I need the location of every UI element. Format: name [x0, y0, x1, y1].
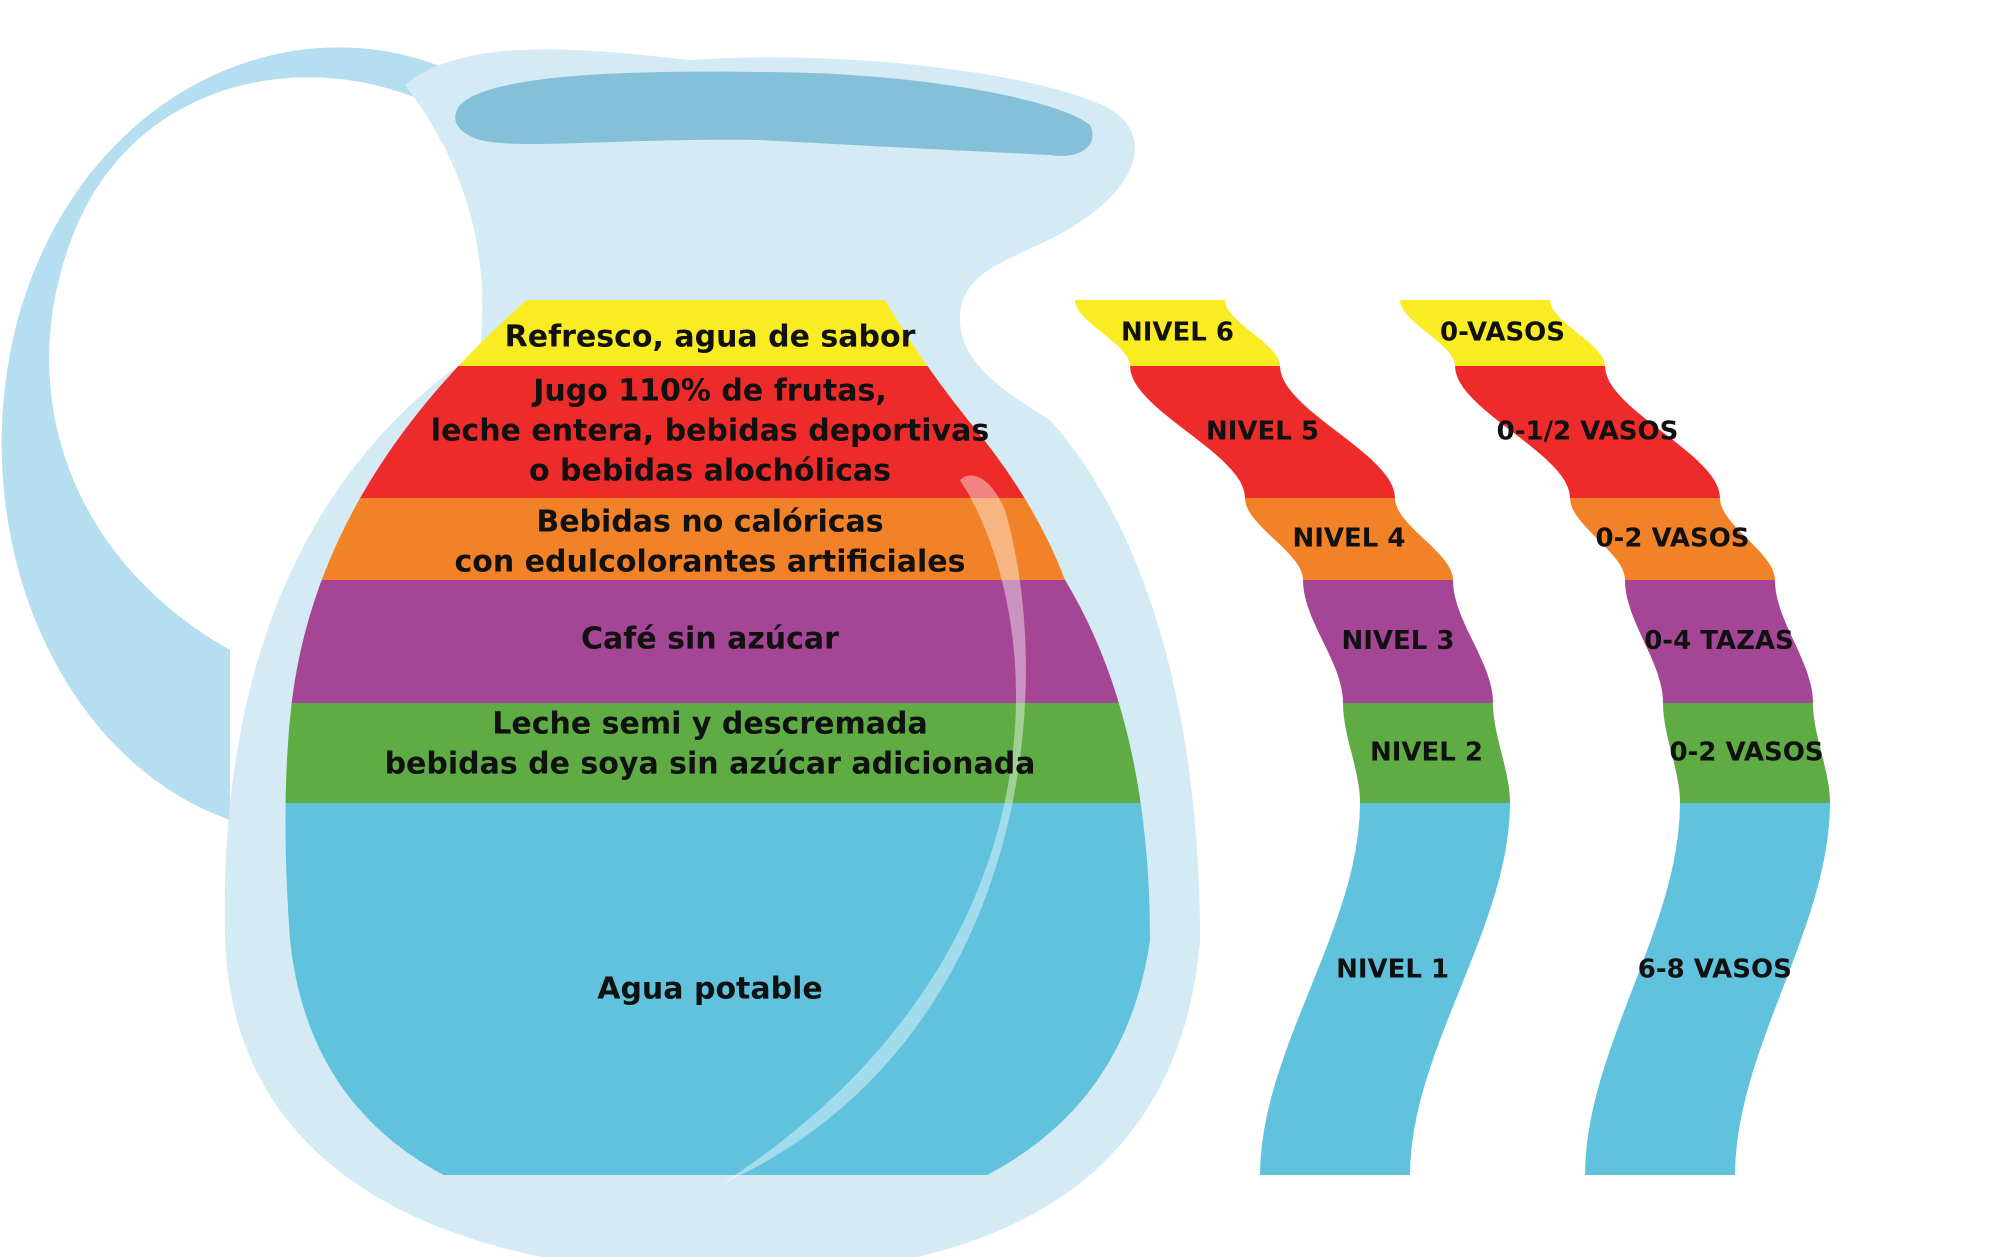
pitcher-handle	[1, 47, 470, 820]
pitcher-label-5-line-1: Jugo 110% de frutas,	[531, 374, 886, 409]
pitcher-label-4-line-2: con edulcolorantes artificiales	[454, 545, 965, 580]
level-band-3	[1303, 580, 1493, 703]
level-band-5	[1130, 366, 1395, 498]
glass-highlight	[720, 475, 1026, 1185]
level-band-4	[1245, 498, 1453, 580]
level-label-3: NIVEL 3	[1341, 626, 1454, 656]
level-band-6	[1075, 300, 1280, 366]
amount-label-4: 0-2 VASOS	[1595, 524, 1749, 554]
amount-band-3	[1625, 580, 1813, 703]
pitcher-label-2-line-2: bebidas de soya sin azúcar adicionada	[385, 747, 1036, 782]
level-label-1: NIVEL 1	[1336, 955, 1449, 985]
pitcher-label-4-line-1: Bebidas no calóricas	[536, 505, 883, 540]
amount-label-2: 0-2 VASOS	[1669, 738, 1823, 768]
amount-band-4	[1570, 498, 1775, 580]
level-label-6: NIVEL 6	[1121, 318, 1234, 348]
level-label-5: NIVEL 5	[1206, 417, 1319, 447]
pitcher-label-5-line-3: o bebidas alochólicas	[529, 454, 891, 489]
level-band-1	[1260, 803, 1510, 1175]
amount-band-6	[1400, 300, 1605, 366]
pitcher-band-1	[285, 803, 1150, 1175]
pitcher-label-6-line-1: Refresco, agua de sabor	[505, 320, 916, 355]
pitcher-label-5-line-2: leche entera, bebidas deportivas	[431, 414, 989, 449]
pitcher-label-3-line-1: Café sin azúcar	[581, 622, 839, 657]
pitcher-labels: Agua potable Leche semi y descremada bebid…	[385, 320, 1036, 1007]
amount-column: 6-8 VASOS 0-2 VASOS 0-4 TAZAS 0-2 VASOS 0-1/…	[1400, 300, 1830, 1175]
amount-label-3: 0-4 TAZAS	[1644, 626, 1794, 656]
amount-label-5: 0-1/2 VASOS	[1497, 417, 1679, 447]
pitcher-band-2	[285, 703, 1150, 803]
amount-label-6: 0-VASOS	[1440, 318, 1565, 348]
pitcher-band-3	[285, 580, 1150, 703]
amount-label-1: 6-8 VASOS	[1638, 955, 1792, 985]
level-label-4: NIVEL 4	[1292, 524, 1405, 554]
amount-band-2	[1663, 703, 1830, 803]
amount-band-5	[1455, 366, 1720, 498]
water-surface	[455, 71, 1093, 156]
pitcher-band-4	[285, 498, 1150, 580]
amount-band-1	[1585, 803, 1830, 1175]
level-label-2: NIVEL 2	[1370, 738, 1483, 768]
pitcher-label-2-line-1: Leche semi y descremada	[492, 707, 927, 742]
level-band-2	[1343, 703, 1510, 803]
level-column: NIVEL 1 NIVEL 2 NIVEL 3 NIVEL 4 NIVEL 5 NIVEL…	[1075, 300, 1510, 1175]
pitcher-label-1-line-1: Agua potable	[597, 972, 823, 1007]
